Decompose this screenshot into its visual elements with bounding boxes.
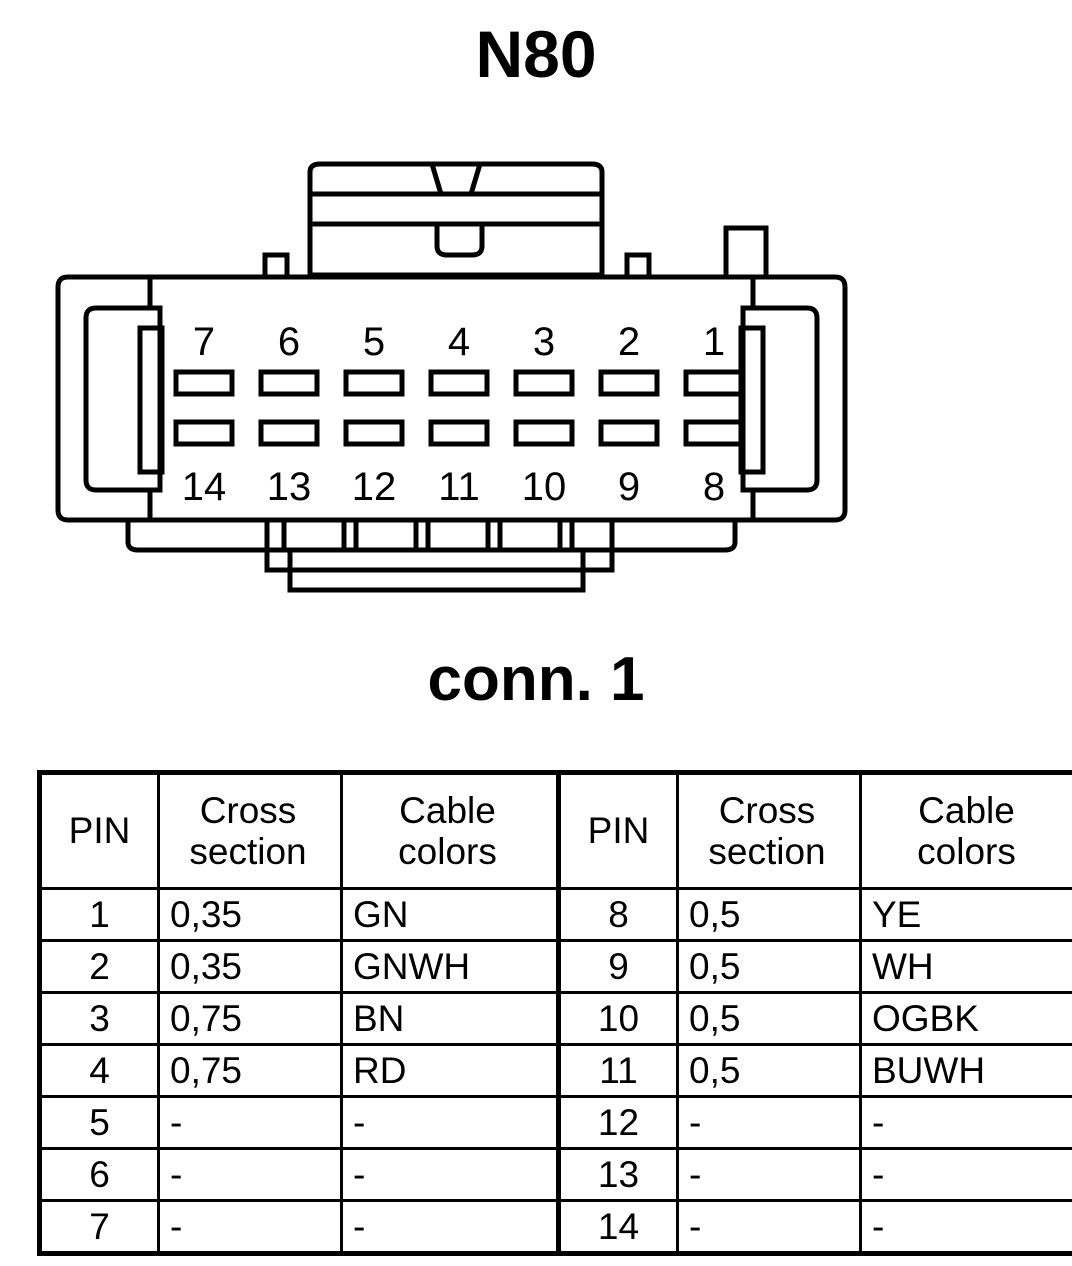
cell-color-left: - — [340, 1095, 560, 1150]
cell-color-right: - — [859, 1095, 1072, 1150]
connector-tab-right — [723, 225, 769, 280]
cell-cross-left: - — [157, 1147, 343, 1202]
pin-label-bottom-1: 13 — [267, 465, 312, 509]
cell-cross-right: - — [676, 1147, 862, 1202]
pin-label-top-1: 6 — [278, 320, 300, 364]
cell-color-right: OGBK — [859, 991, 1072, 1046]
cell-cross-right: 0,5 — [676, 1043, 862, 1098]
cell-color-left: - — [340, 1147, 560, 1202]
table-row: 2 0,35 GNWH 9 0,5 WH — [37, 939, 1072, 994]
table-row: 4 0,75 RD 11 0,5 BUWH — [37, 1043, 1072, 1098]
pinout-table: PIN Cross section Cable colors PIN Cross… — [37, 770, 1072, 1256]
pin-labels-bottom: 14 13 12 11 10 9 8 — [182, 465, 725, 509]
cell-pin-left: 6 — [37, 1147, 160, 1202]
cell-cross-right: 0,5 — [676, 991, 862, 1046]
pin-labels-top: 7 6 5 4 3 2 1 — [193, 320, 725, 364]
cell-pin-right: 14 — [556, 1199, 679, 1256]
cell-cross-left: - — [157, 1095, 343, 1150]
cell-pin-left: 7 — [37, 1199, 160, 1256]
pin-label-bottom-6: 8 — [703, 465, 725, 509]
header-cable-line2: colors — [398, 831, 497, 872]
header-cross-right-line1: Cross — [718, 789, 816, 831]
cell-pin-right: 10 — [556, 991, 679, 1046]
header-pin-right: PIN — [556, 770, 679, 890]
pin-label-top-4: 3 — [533, 320, 555, 364]
connector-tab-left — [262, 252, 290, 280]
cell-cross-left: 0,35 — [157, 939, 343, 994]
cell-pin-right: 13 — [556, 1147, 679, 1202]
pin-label-bottom-3: 11 — [438, 465, 480, 509]
cell-cross-left: 0,75 — [157, 991, 343, 1046]
header-cross-left: Cross section — [157, 770, 343, 890]
pin-label-top-0: 7 — [193, 320, 215, 364]
cell-pin-right: 12 — [556, 1095, 679, 1150]
cell-cross-left: 0,35 — [157, 887, 343, 942]
header-cross-line2: section — [189, 831, 307, 872]
table-row: 3 0,75 BN 10 0,5 OGBK — [37, 991, 1072, 1046]
cell-cross-right: - — [676, 1095, 862, 1150]
connector-diagram: 7 6 5 4 3 2 1 14 13 12 11 10 9 8 — [0, 150, 1072, 620]
cell-color-left: GNWH — [340, 939, 560, 994]
pin-label-top-5: 2 — [618, 320, 640, 364]
table-body: 1 0,35 GN 8 0,5 YE 2 0,35 GNWH 9 0,5 WH … — [37, 887, 1072, 1256]
connector-latch-left — [83, 277, 165, 520]
cell-color-right: YE — [859, 887, 1072, 942]
connector-top-latch — [307, 161, 605, 278]
table-header-row: PIN Cross section Cable colors PIN Cross… — [37, 770, 1072, 890]
cell-pin-left: 3 — [37, 991, 160, 1046]
pin-label-bottom-0: 14 — [182, 465, 227, 509]
cell-color-left: - — [340, 1199, 560, 1256]
header-pin-left: PIN — [37, 770, 160, 890]
connector-tab-mid-right — [624, 252, 652, 280]
cell-cross-right: 0,5 — [676, 887, 862, 942]
cell-pin-left: 4 — [37, 1043, 160, 1098]
table-row: 7 - - 14 - - — [37, 1199, 1072, 1256]
page-title: N80 — [475, 17, 597, 91]
pin-label-top-3: 4 — [448, 320, 470, 364]
cell-color-right: - — [859, 1147, 1072, 1202]
table-row: 6 - - 13 - - — [37, 1147, 1072, 1202]
header-cable-line1: Cable — [399, 789, 496, 831]
pin-label-top-2: 5 — [363, 320, 385, 364]
header-cross-right: Cross section — [676, 770, 862, 890]
table-row: 5 - - 12 - - — [37, 1095, 1072, 1150]
header-cross-right-line2: section — [708, 831, 826, 872]
cell-pin-right: 8 — [556, 887, 679, 942]
cell-color-left: GN — [340, 887, 560, 942]
cell-cross-right: - — [676, 1199, 862, 1256]
cell-color-right: BUWH — [859, 1043, 1072, 1098]
cell-color-right: WH — [859, 939, 1072, 994]
cell-pin-left: 2 — [37, 939, 160, 994]
header-cross-line1: Cross — [199, 789, 297, 831]
cell-color-left: RD — [340, 1043, 560, 1098]
table-header: PIN Cross section Cable colors PIN Cross… — [37, 770, 1072, 890]
pin-cavity-row-bottom — [173, 419, 745, 447]
connector-latch-right — [738, 277, 820, 520]
header-cable-right-line2: colors — [917, 831, 1016, 872]
header-cable-left: Cable colors — [340, 770, 560, 890]
cell-color-right: - — [859, 1199, 1072, 1256]
pin-cavity-row-top — [173, 369, 745, 397]
pin-label-bottom-4: 10 — [522, 465, 567, 509]
pin-label-bottom-5: 9 — [618, 465, 640, 509]
pin-label-top-6: 1 — [703, 320, 725, 364]
cell-pin-right: 9 — [556, 939, 679, 994]
cell-cross-left: 0,75 — [157, 1043, 343, 1098]
cell-pin-left: 5 — [37, 1095, 160, 1150]
connector-base — [125, 520, 738, 593]
connector-sub-label: conn. 1 — [427, 645, 645, 714]
header-cable-right: Cable colors — [859, 770, 1072, 890]
cell-cross-right: 0,5 — [676, 939, 862, 994]
cell-cross-left: - — [157, 1199, 343, 1256]
cell-pin-left: 1 — [37, 887, 160, 942]
cell-pin-right: 11 — [556, 1043, 679, 1098]
pin-label-bottom-2: 12 — [352, 465, 397, 509]
connector-body — [55, 274, 848, 523]
table-row: 1 0,35 GN 8 0,5 YE — [37, 887, 1072, 942]
header-cable-right-line1: Cable — [918, 789, 1015, 831]
cell-color-left: BN — [340, 991, 560, 1046]
